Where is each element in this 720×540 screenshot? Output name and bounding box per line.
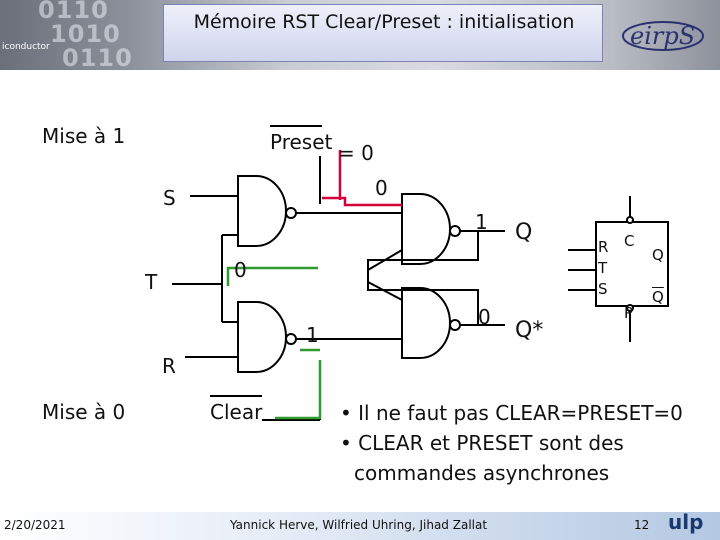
- symbol-s: S: [598, 280, 608, 298]
- rst-symbol: [568, 196, 669, 342]
- nand-bubble-q: [449, 225, 461, 237]
- footer-date: 2/20/2021: [4, 518, 66, 532]
- symbol-r: R: [598, 238, 609, 256]
- q-label: Q: [515, 220, 533, 245]
- mise-a-1-label: Mise à 1: [42, 124, 126, 148]
- symbol-t: T: [598, 259, 608, 277]
- symbol-p: P: [624, 304, 634, 322]
- symbol-c: C: [624, 232, 635, 250]
- chip-label: iconductor: [2, 42, 50, 52]
- mise-a-0-label: Mise à 0: [42, 400, 126, 424]
- nand-gate-r: [237, 301, 287, 373]
- binary-decor: 1010: [50, 20, 121, 48]
- binary-decor: 0110: [62, 44, 133, 72]
- note-line: • Il ne faut pas CLEAR=PRESET=0: [340, 401, 683, 425]
- eirps-logo: eirpS: [622, 21, 704, 51]
- wire-mid-highlight: [226, 266, 318, 286]
- footer-page: 12: [634, 518, 650, 532]
- preset-label: Preset: [270, 130, 333, 154]
- mid-value: 0: [234, 258, 247, 282]
- binary-decor: 0110: [38, 0, 109, 24]
- r-label: R: [162, 354, 176, 378]
- bottom-input-value: 1: [306, 323, 319, 347]
- q-value: 1: [475, 210, 488, 234]
- qstar-value: 0: [478, 305, 491, 329]
- nand-bubble-r: [285, 333, 297, 345]
- wire-feedback-q: [367, 231, 479, 301]
- nand-gate-q: [401, 193, 451, 265]
- top-output-value: 0: [375, 176, 388, 200]
- title-box: Mémoire RST Clear/Preset : initialisatio…: [163, 4, 603, 62]
- nand-bubble-s: [285, 207, 297, 219]
- s-label: S: [163, 186, 176, 210]
- logo-text: eirpS: [630, 22, 695, 50]
- notes: • Il ne faut pas CLEAR=PRESET=0 • CLEAR …: [340, 398, 715, 488]
- nand-gate-qstar: [401, 287, 451, 359]
- wire-preset-highlight: [322, 196, 402, 207]
- clear-label: Clear: [210, 400, 263, 424]
- wire-clear-highlight: [275, 360, 322, 420]
- preset-value: = 0: [338, 141, 374, 165]
- qstar-label: Q*: [515, 318, 544, 343]
- note-line: commandes asynchrones: [354, 461, 610, 485]
- symbol-q: Q: [652, 246, 664, 264]
- note-line: • CLEAR et PRESET sont des: [340, 431, 624, 455]
- footer-authors: Yannick Herve, Wilfried Uhring, Jihad Za…: [230, 518, 488, 532]
- page-title: Mémoire RST Clear/Preset : initialisatio…: [193, 11, 575, 33]
- symbol-qbar: Q: [652, 288, 664, 306]
- wire-feedback-qstar: [367, 249, 479, 325]
- footer: 2/20/2021 Yannick Herve, Wilfried Uhring…: [0, 510, 720, 540]
- nand-gate-s: [237, 175, 287, 247]
- ulp-logo: ulp: [668, 510, 704, 534]
- nand-bubble-qstar: [449, 319, 461, 331]
- t-label: T: [145, 270, 158, 294]
